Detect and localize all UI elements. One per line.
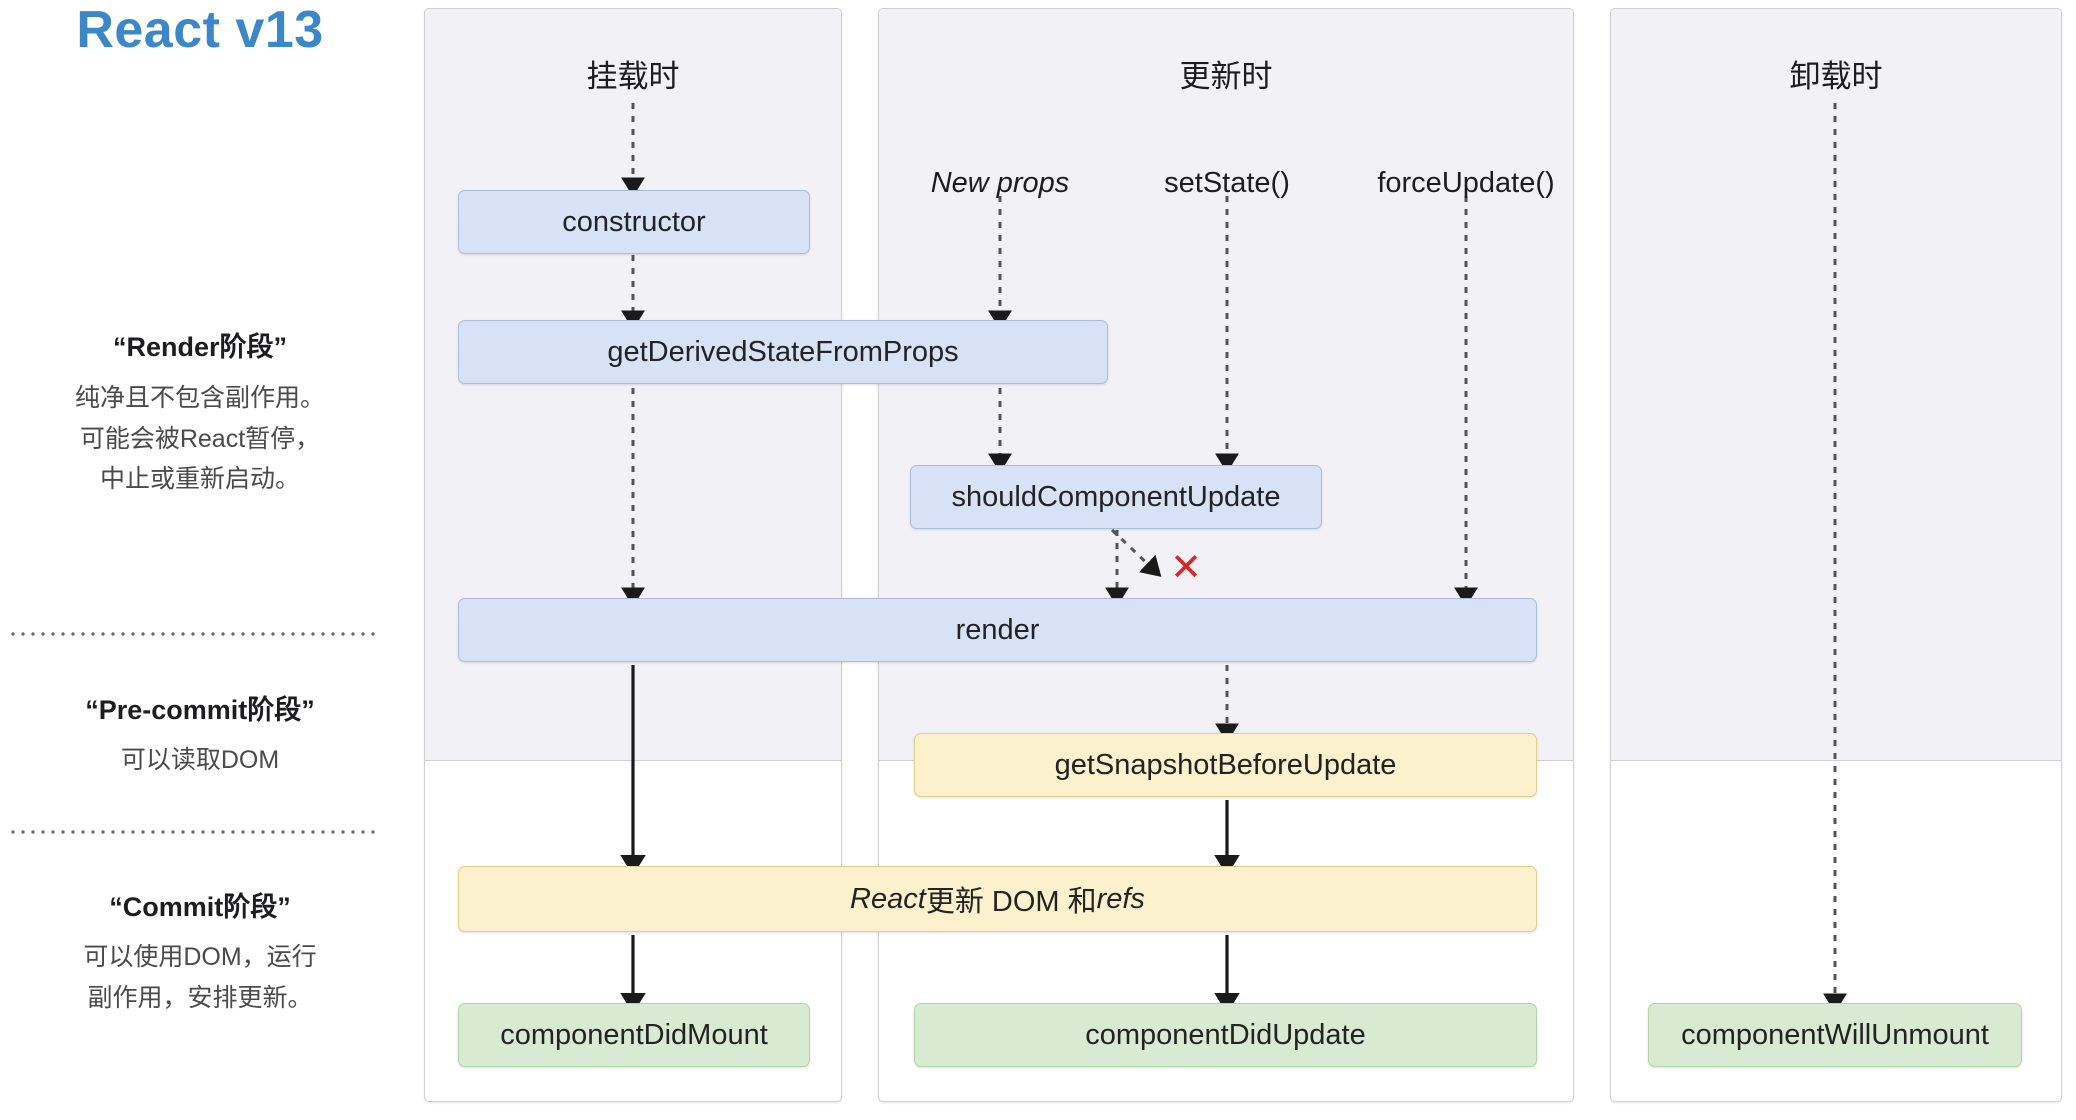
legend-phase-line: 副作用，安排更新。: [87, 983, 313, 1012]
node-get-snapshot-before-update[interactable]: getSnapshotBeforeUpdate: [914, 733, 1537, 797]
column-panel-mounting: 挂载时: [424, 8, 842, 1102]
node-react-updates-dom-and-refs[interactable]: React 更新 DOM 和 refs: [458, 866, 1537, 932]
column-header-updating: 更新时: [1179, 59, 1273, 94]
legend-phase-title: “Commit阶段”: [109, 892, 291, 922]
legend-phase-line: 纯净且不包含副作用。: [74, 384, 325, 412]
column-header-unmounting: 卸载时: [1789, 59, 1883, 94]
trigger-force-update: forceUpdate(): [1377, 167, 1555, 199]
legend-phase-title: “Pre-commit阶段”: [85, 695, 315, 725]
legend-column: React v13 “Render阶段” 纯净且不包含副作用。 可能会被Reac…: [0, 0, 400, 1120]
column-panel-unmounting: 卸载时: [1610, 8, 2062, 1102]
node-component-did-update[interactable]: componentDidUpdate: [914, 1003, 1537, 1067]
trigger-set-state: setState(): [1164, 167, 1290, 199]
legend-divider-bottom: [8, 830, 376, 834]
legend-phase-commit: “Commit阶段” 可以使用DOM，运行 副作用，安排更新。: [0, 885, 400, 1018]
brand-title: React v13: [76, 1, 324, 59]
node-constructor[interactable]: constructor: [458, 190, 810, 254]
legend-phase-render: “Render阶段” 纯净且不包含副作用。 可能会被React暂停， 中止或重新…: [0, 325, 400, 500]
legend-divider-top: [8, 632, 376, 636]
node-label-react: React: [850, 882, 926, 915]
trigger-new-props: New props: [930, 167, 1070, 199]
node-render[interactable]: render: [458, 598, 1537, 662]
legend-phase-precommit: “Pre-commit阶段” 可以读取DOM: [0, 688, 400, 781]
column-header-mounting: 挂载时: [586, 59, 680, 94]
legend-phase-line: 中止或重新启动。: [99, 465, 300, 493]
render-phase-tint: [1611, 9, 2061, 761]
node-label-refs: refs: [1096, 882, 1145, 915]
node-get-derived-state-from-props[interactable]: getDerivedStateFromProps: [458, 320, 1108, 384]
legend-phase-line: 可以读取DOM: [120, 746, 280, 774]
node-component-will-unmount[interactable]: componentWillUnmount: [1648, 1003, 2022, 1067]
legend-phase-line: 可以使用DOM，运行: [83, 943, 317, 971]
skip-render-x-icon: ✕: [1170, 547, 1202, 589]
legend-phase-title: “Render阶段”: [112, 332, 288, 362]
node-label-updates-dom: 更新 DOM 和: [925, 886, 1097, 918]
legend-phase-line: 可能会被React暂停，: [79, 424, 321, 453]
node-should-component-update[interactable]: shouldComponentUpdate: [910, 465, 1322, 529]
node-component-did-mount[interactable]: componentDidMount: [458, 1003, 810, 1067]
